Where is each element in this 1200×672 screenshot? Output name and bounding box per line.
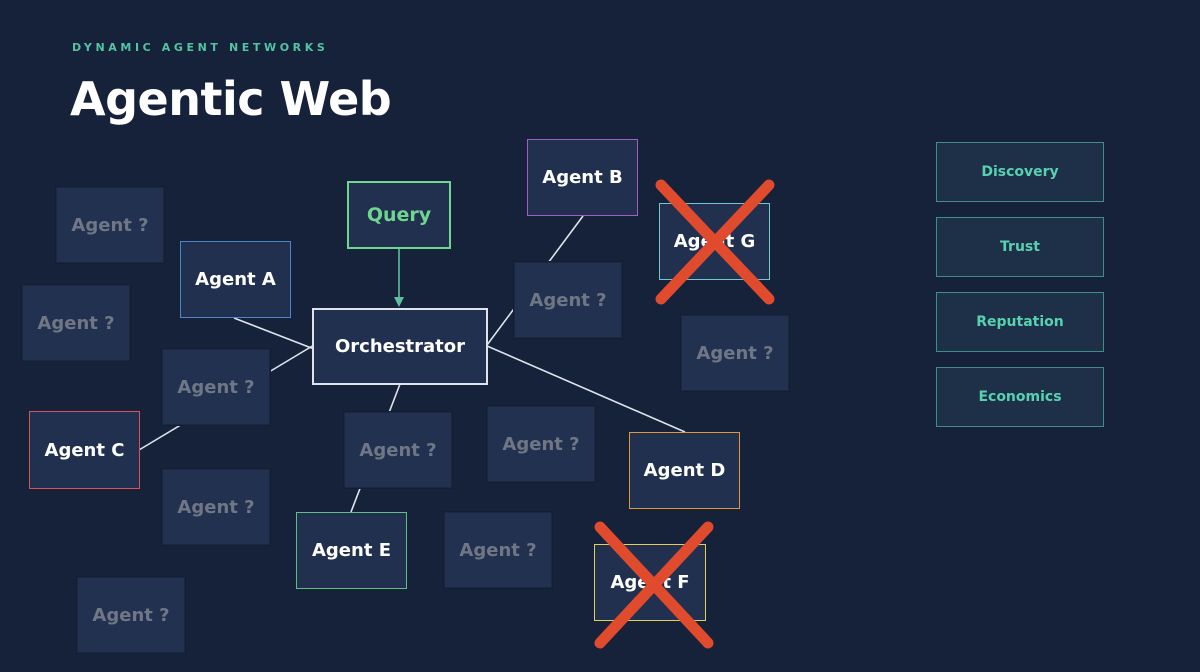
unknown-agent-node: Agent ? (444, 512, 552, 588)
query-arrowhead (394, 297, 404, 307)
removed-cross-icon (655, 179, 775, 305)
slide-title: Agentic Web (70, 72, 392, 126)
unknown-agent-node: Agent ? (56, 187, 164, 263)
unknown-agent-node: Agent ? (22, 285, 130, 361)
unknown-agent-node: Agent ? (681, 315, 789, 391)
agent-c-node: Agent C (29, 411, 140, 489)
unknown-agent-node: Agent ? (344, 412, 452, 488)
edge-orchestrator-agent-d (486, 345, 686, 433)
orchestrator-node: Orchestrator (312, 308, 488, 385)
concept-trust: Trust (936, 217, 1104, 277)
removed-cross-icon (594, 521, 714, 649)
slide-eyebrow: DYNAMIC AGENT NETWORKS (72, 41, 329, 54)
concept-economics: Economics (936, 367, 1104, 427)
concept-reputation: Reputation (936, 292, 1104, 352)
unknown-agent-node: Agent ? (162, 469, 270, 545)
agent-g-node: Agent G (659, 203, 770, 280)
unknown-agent-node: Agent ? (487, 406, 595, 482)
unknown-agent-node: Agent ? (162, 349, 270, 425)
unknown-agent-node: Agent ? (77, 577, 185, 653)
query-node: Query (347, 181, 451, 249)
edge-orchestrator-agent-a (233, 317, 315, 350)
agent-d-node: Agent D (629, 432, 740, 509)
agent-e-node: Agent E (296, 512, 407, 589)
unknown-agent-node: Agent ? (514, 262, 622, 338)
concept-discovery: Discovery (936, 142, 1104, 202)
agent-a-node: Agent A (180, 241, 291, 318)
agent-b-node: Agent B (527, 139, 638, 216)
